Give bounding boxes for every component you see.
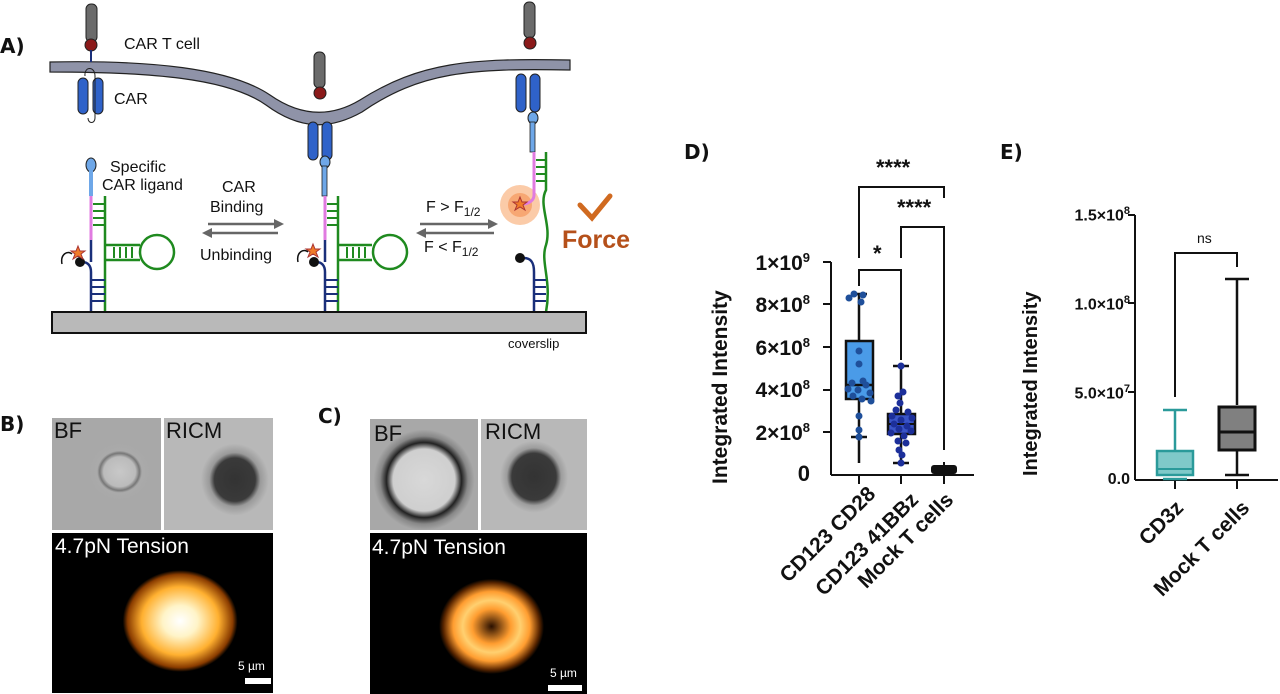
scale-label-b: 5 µm (238, 659, 265, 673)
e-box-cd3z (1155, 408, 1195, 481)
checkmark-icon (577, 193, 613, 222)
d-sig-cd28-vs-41bbz: * (873, 241, 882, 266)
d-box-cd123-cd28 (844, 290, 875, 463)
unbinding-label: Unbinding (200, 247, 273, 264)
d-ytick-1e9: 1×109 (755, 250, 810, 275)
equilibrium-arrows-binding (202, 219, 284, 238)
d-sig-41bbz-vs-mock: **** (897, 195, 932, 220)
e-ytick-0: 0.0 (1107, 471, 1130, 488)
e-sig-ns: ns (1197, 230, 1212, 246)
d-ytick-6e8: 6×108 (755, 335, 810, 360)
scale-bar-c (548, 685, 582, 691)
e-ytick-1e8: 1.0×108 (1074, 294, 1130, 314)
scale-bar-b (245, 678, 271, 684)
car-receptor-left (77, 3, 104, 123)
car-receptor-middle (307, 51, 333, 197)
force-greater-label: F > F1/2 (426, 199, 481, 220)
ricm-image-b: RICM (164, 418, 273, 530)
coverslip-label: coverslip (508, 336, 560, 351)
force-greater-subscript: 1/2 (463, 205, 481, 220)
d-ytick-0: 0 (797, 461, 810, 486)
e-ytick-5e7: 5.0×107 (1074, 383, 1130, 403)
ligand-label-line2: CAR ligand (102, 177, 183, 194)
force-greater-text: F > F (426, 199, 464, 216)
scale-label-c: 5 µm (550, 666, 577, 680)
panel-a-label: A) (0, 34, 25, 58)
panel-b-label: B) (0, 412, 25, 436)
car-t-cell-label: CAR T cell (124, 36, 200, 53)
binding-label: Binding (210, 199, 264, 216)
e-box-mock-t-cells (1217, 277, 1257, 477)
tension-label-b: 4.7pN Tension (55, 535, 189, 558)
car-t-cell-diagram (49, 1, 613, 334)
tension-image-b: 4.7pN Tension 5 µm (52, 533, 273, 693)
d-box-cd123-41bbz (886, 362, 917, 467)
e-axes (1128, 214, 1278, 489)
d-axes (823, 261, 974, 484)
tension-image-c: 4.7pN Tension 5 µm (370, 533, 587, 694)
e-ytick-1-5e8: 1.5×108 (1074, 205, 1130, 225)
tension-label-c: 4.7pN Tension (372, 536, 506, 559)
e-significance-bracket (1174, 252, 1238, 397)
d-ytick-2e8: 2×108 (755, 420, 810, 445)
d-ytick-4e8: 4×108 (755, 377, 810, 402)
panel-d-label: D) (684, 140, 710, 164)
bf-label-b: BF (54, 418, 83, 443)
ricm-image-c: RICM (481, 419, 587, 530)
d-significance-brackets (858, 186, 945, 450)
tension-probe-right (500, 152, 613, 313)
car-receptor-right (515, 1, 541, 153)
equilibrium-arrows-force (416, 219, 498, 238)
ricm-label-c: RICM (485, 419, 542, 444)
coverslip-surface (51, 311, 587, 334)
d-plot-area (823, 186, 974, 484)
force-less-subscript: 1/2 (461, 245, 479, 260)
tension-probe-left (60, 157, 176, 312)
tension-probe-middle (296, 196, 409, 312)
car-label: CAR (114, 91, 148, 108)
bf-image-b: BF (52, 418, 161, 530)
force-less-text: F < F (424, 239, 462, 256)
force-less-label: F < F1/2 (424, 239, 479, 260)
e-plot-area (1128, 214, 1278, 489)
d-ytick-8e8: 8×108 (755, 292, 810, 317)
ricm-label-b: RICM (166, 418, 223, 443)
panel-e-label: E) (1000, 140, 1023, 164)
e-category-mock-t-cells: Mock T cells (1149, 496, 1255, 601)
bf-image-c: BF (370, 419, 478, 530)
binding-label-car: CAR (222, 179, 256, 196)
bf-label-c: BF (374, 421, 403, 446)
force-word: Force (562, 226, 631, 254)
d-box-mock-t-cells (931, 462, 957, 474)
panel-c-label: C) (318, 404, 342, 428)
cell-membrane (49, 58, 571, 126)
ligand-label-line1: Specific (110, 159, 167, 176)
d-sig-cd28-vs-mock: **** (876, 155, 911, 180)
